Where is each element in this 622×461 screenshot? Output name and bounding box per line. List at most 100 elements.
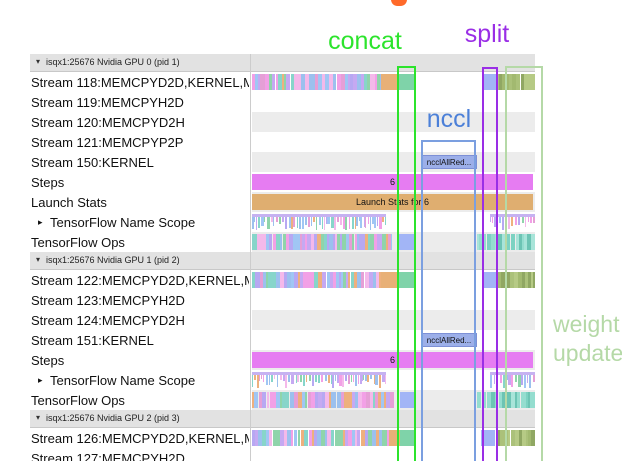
tick-mark bbox=[321, 217, 324, 230]
trace-segment-dense[interactable] bbox=[497, 74, 535, 90]
trace-segment[interactable] bbox=[399, 234, 414, 250]
tick-mark bbox=[510, 375, 513, 388]
tick-strip-top bbox=[252, 214, 386, 217]
trace-event-stripe bbox=[525, 430, 529, 446]
trace-event-stripe bbox=[368, 430, 373, 446]
trace-event-stripe bbox=[275, 74, 279, 90]
expandable-row-label[interactable]: TensorFlow Name Scope bbox=[50, 215, 196, 230]
name-scope-ticks[interactable] bbox=[490, 214, 535, 230]
tick-mark bbox=[517, 217, 520, 226]
trace-event-stripe bbox=[303, 272, 307, 288]
launch-stats-bar[interactable]: Launch Stats for 6 bbox=[252, 194, 533, 210]
trace-event-stripe bbox=[376, 430, 379, 446]
trace-event-stripe bbox=[337, 74, 342, 90]
trace-segment[interactable] bbox=[400, 430, 414, 446]
trace-segment[interactable] bbox=[482, 272, 497, 288]
trace-event-stripe bbox=[332, 272, 336, 288]
trace-event-stripe bbox=[388, 234, 392, 250]
trace-segment[interactable] bbox=[389, 430, 400, 446]
trace-event-stripe bbox=[364, 430, 369, 446]
trace-event-stripe bbox=[284, 430, 288, 446]
tick-mark bbox=[280, 375, 282, 380]
tick-mark bbox=[276, 375, 279, 388]
section-header[interactable]: ▾isqx1:25676 Nvidia GPU 1 (pid 2) bbox=[0, 252, 622, 270]
tick-mark bbox=[533, 375, 535, 382]
collapse-triangle-icon: ▾ bbox=[36, 57, 41, 66]
trace-segment-dense[interactable] bbox=[477, 392, 535, 408]
trace-event-stripe bbox=[342, 272, 346, 288]
trace-event-stripe bbox=[373, 234, 378, 250]
bar-label: 6 bbox=[389, 355, 395, 365]
tick-mark bbox=[265, 375, 269, 386]
tick-mark bbox=[258, 217, 261, 228]
trace-event-stripe bbox=[294, 430, 297, 446]
tick-mark bbox=[316, 217, 318, 230]
trace-event-stripe bbox=[364, 74, 368, 90]
trace-event-stripe bbox=[531, 272, 534, 288]
trace-event-stripe bbox=[329, 234, 333, 250]
trace-event-stripe bbox=[502, 392, 507, 408]
tick-mark bbox=[490, 375, 492, 388]
row-label: Stream 126:MEMCPYD2D,KERNEL,MI bbox=[31, 431, 249, 446]
trace-segment-dense[interactable] bbox=[252, 234, 392, 250]
trace-event-stripe bbox=[272, 430, 276, 446]
trace-event-stripe bbox=[275, 430, 280, 446]
trace-event-stripe bbox=[373, 272, 376, 288]
trace-event-stripe bbox=[337, 234, 340, 250]
tick-mark bbox=[361, 375, 364, 381]
tick-mark bbox=[527, 375, 529, 383]
trace-event-stripe bbox=[515, 74, 520, 90]
trace-event-stripe bbox=[283, 234, 287, 250]
trace-segment[interactable] bbox=[482, 74, 497, 90]
name-scope-ticks[interactable] bbox=[252, 214, 386, 230]
trace-event-stripe bbox=[530, 392, 535, 408]
trace-segment[interactable] bbox=[381, 74, 398, 90]
trace-event-stripe bbox=[378, 430, 383, 446]
steps-bar[interactable]: 6 bbox=[252, 174, 533, 190]
steps-bar[interactable]: 6 bbox=[252, 352, 533, 368]
expandable-row-label[interactable]: TensorFlow Name Scope bbox=[50, 373, 196, 388]
trace-event-stripe bbox=[352, 392, 356, 408]
trace-segment[interactable] bbox=[481, 430, 495, 446]
trace-event-stripe bbox=[499, 430, 504, 446]
trace-segment[interactable] bbox=[381, 272, 399, 288]
tick-mark bbox=[275, 217, 279, 222]
timeline-row-background bbox=[252, 310, 535, 330]
tick-mark bbox=[299, 375, 302, 383]
trace-event-stripe bbox=[365, 234, 368, 250]
split-annotation-box bbox=[482, 67, 498, 461]
trace-segment-dense[interactable] bbox=[252, 74, 381, 90]
trace-event-stripe bbox=[357, 430, 360, 446]
trace-segment[interactable] bbox=[399, 272, 416, 288]
section-header[interactable]: ▾isqx1:25676 Nvidia GPU 2 (pid 3) bbox=[0, 410, 622, 428]
trace-event-stripe bbox=[291, 272, 294, 288]
trace-event-stripe bbox=[528, 392, 531, 408]
trace-segment-dense[interactable] bbox=[252, 272, 381, 288]
trace-event-stripe bbox=[533, 272, 535, 288]
trace-event-stripe bbox=[313, 272, 318, 288]
trace-segment-dense[interactable] bbox=[252, 430, 389, 446]
trace-event-stripe bbox=[255, 272, 260, 288]
nccl-kernel-bar[interactable]: ncclAllRed... bbox=[421, 155, 477, 169]
trace-segment[interactable] bbox=[400, 392, 414, 408]
tick-mark bbox=[308, 375, 311, 382]
trace-event-stripe bbox=[275, 234, 280, 250]
trace-event-stripe bbox=[266, 234, 269, 250]
trace-event-stripe bbox=[311, 74, 316, 90]
row-label: Stream 150:KERNEL bbox=[31, 155, 154, 170]
trace-event-stripe bbox=[326, 234, 330, 250]
trace-event-stripe bbox=[259, 272, 264, 288]
tick-mark bbox=[502, 217, 505, 230]
trace-event-stripe bbox=[533, 234, 535, 250]
trace-event-stripe bbox=[304, 74, 309, 90]
trace-event-stripe bbox=[313, 430, 317, 446]
trace-event-stripe bbox=[528, 272, 532, 288]
table-row: Stream 119:MEMCPYH2D bbox=[0, 92, 622, 112]
trace-event-stripe bbox=[326, 272, 330, 288]
trace-event-stripe bbox=[311, 430, 314, 446]
trace-segment[interactable] bbox=[398, 74, 415, 90]
tick-mark bbox=[319, 217, 321, 226]
tick-mark bbox=[271, 217, 273, 223]
trace-segment-dense[interactable] bbox=[252, 392, 394, 408]
name-scope-ticks[interactable] bbox=[252, 372, 386, 388]
